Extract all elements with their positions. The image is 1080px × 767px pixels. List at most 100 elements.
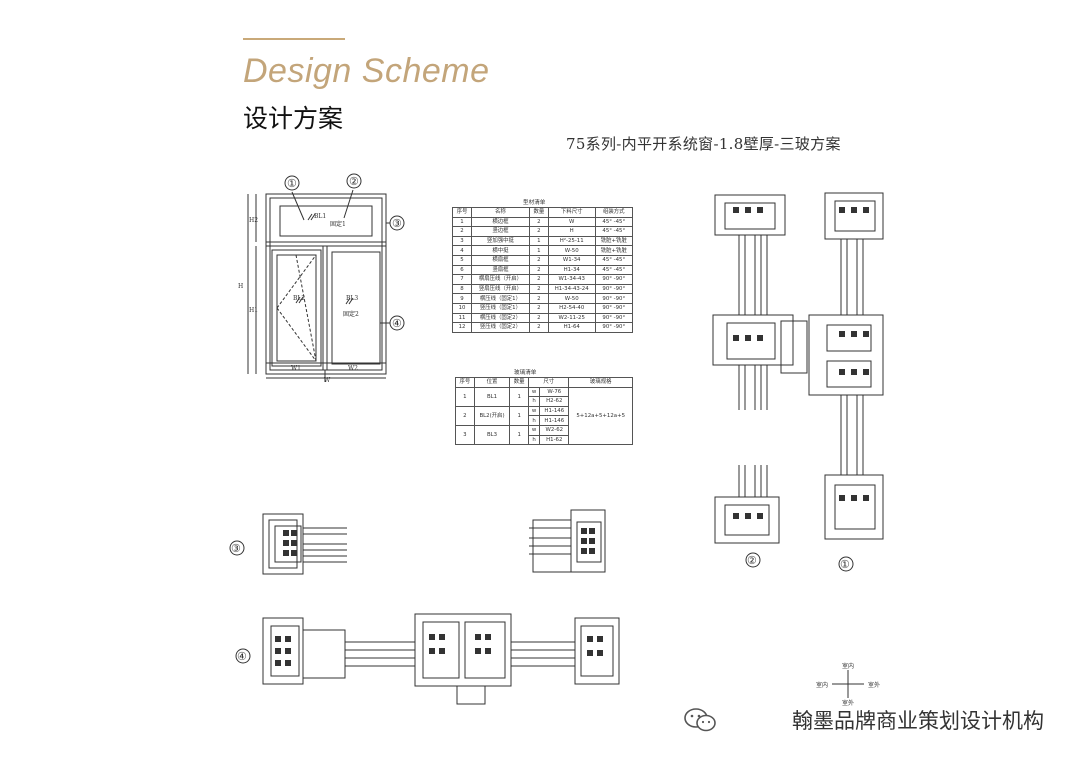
pane-bl3-label: 固定2 bbox=[343, 310, 359, 318]
table-cell: 45° -45° bbox=[594, 254, 634, 266]
profile-col-1: 名称 bbox=[470, 207, 530, 218]
table-cell: 竖加强中挺 bbox=[470, 235, 530, 247]
compass-in-left: 室内 bbox=[816, 681, 828, 689]
glass-h-label: h bbox=[528, 396, 541, 407]
glass-col-qty: 数量 bbox=[509, 377, 530, 388]
glass-row-2-qty: 1 bbox=[509, 405, 530, 426]
table-cell: W2-11-25 bbox=[547, 312, 596, 324]
table-cell: 90° -90° bbox=[594, 274, 634, 285]
glass-h-label: h bbox=[528, 415, 541, 426]
table-cell: 竖边框 bbox=[470, 226, 530, 237]
compass-in-top: 室内 bbox=[842, 662, 854, 670]
table-cell: 横扇框 bbox=[470, 254, 530, 266]
glass-w-label: w bbox=[528, 405, 541, 417]
callout-3: ③ bbox=[392, 217, 402, 230]
glass-table-caption: 玻璃清单 bbox=[514, 370, 537, 376]
pane-bl1-id: BL1 bbox=[314, 213, 326, 220]
table-cell: 10 bbox=[452, 302, 472, 314]
watermark-text: 翰墨品牌商业策划设计机构 bbox=[792, 709, 1044, 733]
table-cell: 铣脏+铣脏 bbox=[594, 245, 634, 256]
table-cell: 90° -90° bbox=[594, 302, 634, 314]
glass-spec: 5+12a+5+12a+5 bbox=[568, 386, 633, 446]
section-3-label: ③ bbox=[231, 542, 241, 555]
page-title-cn: 设计方案 bbox=[243, 104, 344, 133]
glass-row-2-w: H1-146 bbox=[539, 405, 570, 417]
profile-table-header: 序号名称数量下料尺寸组装方式 bbox=[452, 207, 634, 218]
table-cell: 2 bbox=[528, 312, 549, 324]
table-cell: 45° -45° bbox=[594, 216, 634, 228]
section-3-drawing: ③ bbox=[229, 509, 606, 575]
glass-row-3-w: W2-62 bbox=[539, 424, 570, 436]
table-cell: W bbox=[547, 216, 596, 228]
table-cell: 铣脏+铣脏 bbox=[594, 235, 634, 247]
table-cell: 竖扇压线（开启） bbox=[470, 283, 530, 295]
dim-h1: H1 bbox=[249, 307, 258, 314]
dim-w2: W2 bbox=[348, 365, 358, 372]
table-cell: 90° -90° bbox=[594, 322, 634, 333]
table-cell: H1-64 bbox=[547, 322, 596, 333]
table-cell: 横扇压线（开启） bbox=[470, 274, 530, 285]
profile-col-4: 组装方式 bbox=[594, 207, 634, 218]
glass-row-1-h: H2-62 bbox=[539, 396, 570, 407]
table-cell: 竖压线（固定2） bbox=[470, 322, 530, 333]
glass-row-3-no: 3 bbox=[455, 424, 475, 446]
table-cell: W1-34 bbox=[547, 254, 596, 266]
table-cell: 8 bbox=[452, 283, 472, 295]
table-cell: H2-54-40 bbox=[547, 302, 596, 314]
glass-row-1-no: 1 bbox=[455, 386, 475, 407]
table-cell: 2 bbox=[528, 264, 549, 276]
orientation-compass: 室内 室内 室外 室外 bbox=[816, 662, 880, 706]
glass-col-size: 尺寸 bbox=[528, 377, 570, 388]
table-cell: 2 bbox=[528, 216, 549, 228]
table-cell: 12 bbox=[452, 322, 472, 333]
wechat-icon bbox=[684, 708, 716, 732]
compass-out-right: 室外 bbox=[868, 681, 880, 689]
table-cell: 2 bbox=[528, 293, 549, 304]
dim-w1: W1 bbox=[291, 365, 301, 372]
glass-row-2-pos: BL2(开启) bbox=[473, 405, 511, 426]
table-cell: 90° -90° bbox=[594, 283, 634, 295]
glass-col-pos: 位置 bbox=[473, 377, 511, 388]
table-cell: 45° -45° bbox=[594, 264, 634, 276]
glass-row-1-w: W-76 bbox=[539, 386, 570, 398]
table-cell: 2 bbox=[452, 226, 472, 237]
dim-h: H bbox=[238, 283, 243, 290]
table-cell: 2 bbox=[528, 254, 549, 266]
table-cell: W1-34-43 bbox=[547, 274, 596, 285]
glass-w-label: w bbox=[528, 424, 541, 436]
table-cell: 4 bbox=[452, 245, 472, 256]
glass-row-2-h: H1-146 bbox=[539, 415, 570, 426]
glass-row-3-h: H1-62 bbox=[539, 434, 570, 446]
section-4-drawing: ④ bbox=[235, 613, 620, 705]
compass-out-bottom: 室外 bbox=[842, 699, 854, 706]
table-cell: 2 bbox=[528, 274, 549, 285]
page-title-en: Design Scheme bbox=[243, 52, 490, 90]
table-cell: W-50 bbox=[547, 245, 596, 256]
glass-col-spec: 玻璃规格 bbox=[568, 377, 633, 388]
profile-col-0: 序号 bbox=[452, 207, 472, 218]
table-cell: 90° -90° bbox=[594, 293, 634, 304]
profile-table-caption: 型材清单 bbox=[523, 200, 546, 206]
glass-h-label: h bbox=[528, 434, 541, 446]
table-cell: 2 bbox=[528, 302, 549, 314]
table-cell: 7 bbox=[452, 274, 472, 285]
table-cell: 1 bbox=[452, 216, 472, 228]
table-cell: 9 bbox=[452, 293, 472, 304]
section-1-label: ① bbox=[840, 558, 850, 571]
table-cell: H bbox=[547, 226, 596, 237]
table-cell: 2 bbox=[528, 226, 549, 237]
table-cell: 45° -45° bbox=[594, 226, 634, 237]
pane-bl1-label: 固定1 bbox=[330, 220, 346, 228]
glass-w-label: w bbox=[528, 386, 541, 398]
callout-4: ④ bbox=[392, 317, 402, 330]
table-cell: 竖扇框 bbox=[470, 264, 530, 276]
